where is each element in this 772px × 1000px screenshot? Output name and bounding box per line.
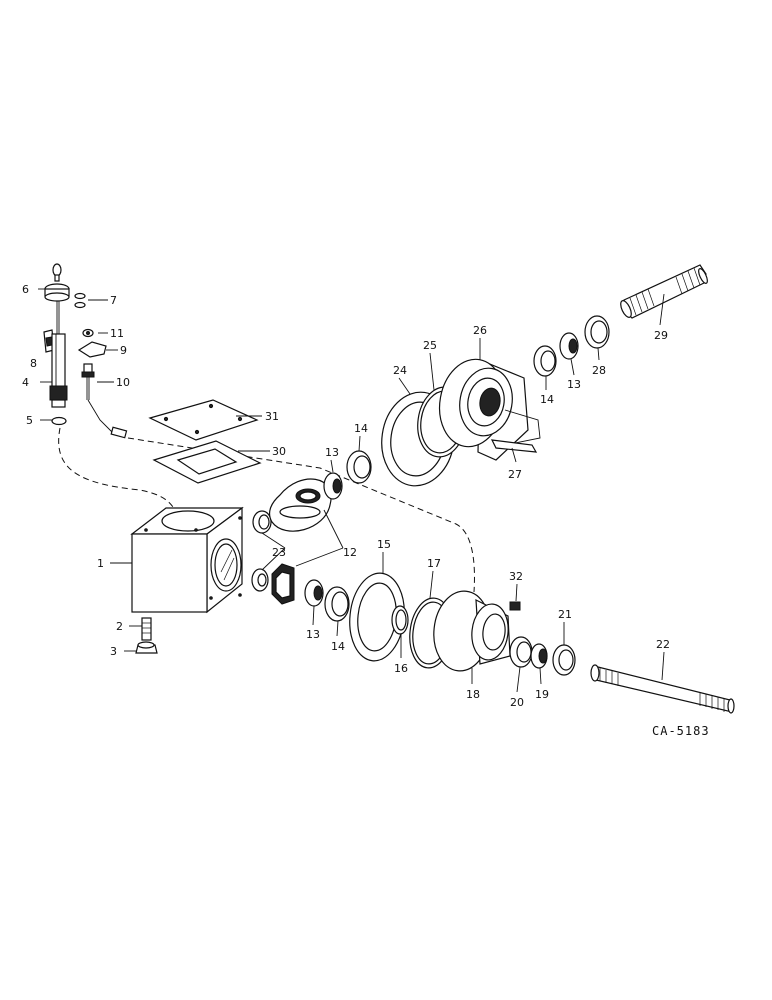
part-21-seal [552,644,576,676]
drawing-code: CA-5183 [652,724,710,738]
part-14-bearing-cup-upper-left [346,450,372,484]
callout-4: 4 [22,376,29,389]
callout-17: 17 [427,557,441,570]
part-7-washers [74,292,86,309]
part-27-shim-bracket [490,439,538,453]
callout-13-upper-left: 13 [325,446,339,459]
part-30-gasket [152,440,262,484]
callout-24: 24 [393,364,407,377]
part-26-bearing-carrier [438,358,541,461]
part-9-bracket [77,341,107,358]
callout-13-lower: 13 [306,628,320,641]
callout-31: 31 [265,410,279,423]
callout-29: 29 [654,329,668,342]
callout-9: 9 [120,344,127,357]
part-28-seal [584,315,610,349]
dashed-line-vent-to-shaft [127,437,475,593]
callout-25: 25 [423,339,437,352]
callout-7: 7 [110,294,117,307]
part-5-washer [51,416,67,426]
part-6-breather-cap [44,263,70,302]
callout-12: 12 [343,546,357,559]
part-13-bearing-cone-upper-right [559,332,579,360]
callout-2: 2 [116,620,123,633]
part-11-nut [82,328,94,338]
part-13-bearing-cone-upper-left [323,472,343,500]
part-32-vent [509,601,521,611]
part-12-ring-gear [268,478,332,532]
part-10-vent-tube [81,363,128,439]
part-2-pipe-plug [141,617,152,641]
callout-14-upper-right: 14 [540,393,554,406]
callout-18: 18 [466,688,480,701]
callout-15: 15 [377,538,391,551]
callout-13-upper-right: 13 [567,378,581,391]
callout-28: 28 [592,364,606,377]
callout-8: 8 [30,357,37,370]
callout-1: 1 [97,557,104,570]
callout-10: 10 [116,376,130,389]
part-14-bearing-cup-upper-right [533,345,557,377]
callout-11: 11 [110,327,124,340]
callout-27: 27 [508,468,522,481]
callout-6: 6 [22,283,29,296]
part-31-cover-plate [148,399,259,441]
callout-32: 32 [509,570,523,583]
callout-26: 26 [473,324,487,337]
callout-21: 21 [558,608,572,621]
part-15-gasket [349,572,405,662]
part-18-bearing-carrier [433,590,511,672]
part-3-plug-nut [135,641,158,654]
callout-22: 22 [656,638,670,651]
leader-lines [38,288,665,693]
part-23-bearing-lower [251,568,269,592]
callout-20: 20 [510,696,524,709]
callout-30: 30 [272,445,286,458]
part-12-pinion-gear [271,563,295,605]
part-13-bearing-cone-lower [304,579,324,607]
part-16-shim [391,605,409,635]
part-29-output-shaft [620,264,708,319]
callout-14-upper-left: 14 [354,422,368,435]
callout-19: 19 [535,688,549,701]
callout-5: 5 [26,414,33,427]
dashed-line-dipstick-to-housing [58,427,177,513]
part-14-bearing-cup-lower-left [324,586,350,622]
part-20-bearing-cup [509,636,533,668]
callout-3: 3 [110,645,117,658]
callout-23: 23 [272,546,286,559]
part-22-input-shaft [590,664,735,714]
part-4-filler-tube [49,333,68,408]
callout-16: 16 [394,662,408,675]
part-1-gear-housing [130,506,244,614]
callout-14-lower: 14 [331,640,345,653]
part-23-bearing-upper [252,510,272,534]
part-19-bearing-cone [530,643,548,669]
